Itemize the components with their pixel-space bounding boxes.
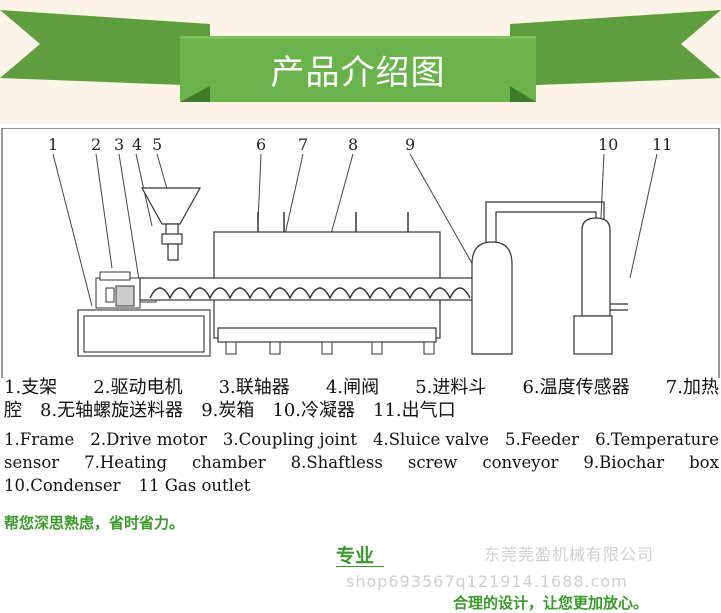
legend-en-item: sensor [4,453,60,472]
legend-cn-item: 10.冷凝器 [272,400,356,421]
company-watermark: 东莞莞盈机械有限公司 [484,545,655,564]
legend-en-line-1: 1.Frame 2.Drive motor 3.Coupling joint 4… [4,428,719,451]
part-number-5: 5 [152,135,162,154]
legend-en-item: 6.Temperature [595,430,719,449]
legend-cn-item: 4.闸阀 [325,377,380,398]
legend-en-item: box [689,453,719,472]
legend-en-item: 2.Drive motor [90,430,207,449]
legend-cn-line-1: 1.支架 2.驱动电机 3.联轴器 4.闸阀 5.进料斗 6.温度传感器 7.加… [4,376,719,399]
legend-en-line-2: sensor 7.Heating chamber 8.Shaftless scr… [4,451,719,474]
slogan-professional: 专业 [336,545,375,567]
part-number-3: 3 [114,135,124,154]
legend-cn-item: 3.联轴器 [218,377,290,398]
legend-cn-item: 腔 [4,400,22,421]
professional-underline [336,566,384,567]
diagram-drawing: 1 2 3 4 5 6 7 8 9 10 11 [1,128,720,378]
legend-en-item: chamber [192,453,266,472]
legend-cn-item: 8.无轴螺旋送料器 [40,400,184,421]
legend-en-item: 1.Frame [4,430,75,449]
slogan-left: 帮您深思熟虑，省时省力。 [4,514,185,532]
legend-en-item: screw [407,453,458,472]
legend-cn-line-2: 腔 8.无轴螺旋送料器 9.炭箱 10.冷凝器 11.出气口 [4,399,719,422]
legend-en-item: 3.Coupling joint [222,430,357,449]
legend-en-item: 10.Condenser [4,476,121,495]
banner: 产品介绍图 [0,0,721,124]
legend-english: 1.Frame 2.Drive motor 3.Coupling joint 4… [4,428,719,497]
part-number-10: 10 [598,135,618,154]
legend-cn-item: 6.温度传感器 [522,377,630,398]
part-number-6: 6 [256,135,266,154]
equipment-diagram: 1 2 3 4 5 6 7 8 9 10 11 [0,128,721,504]
legend-cn-item: 2.驱动电机 [93,377,183,398]
slogan-right: 合理的设计，让您更加放心。 [453,594,649,612]
legend-en-item: 8.Shaftless [290,453,383,472]
banner-ribbon [0,10,721,102]
legend-en-item: 4.Sluice valve [372,430,489,449]
part-number-8: 8 [348,135,358,154]
shop-url-watermark: shop693567q121914.1688.com [346,572,628,591]
part-number-11: 11 [652,135,672,154]
legend-cn-item: 1.支架 [4,377,58,398]
legend-en-item: 5.Feeder [505,430,580,449]
part-number-1: 1 [48,135,58,154]
legend-cn-item: 11.出气口 [373,400,456,421]
legend-en-line-3: 10.Condenser 11 Gas outlet [4,474,719,497]
part-number-2: 2 [91,135,101,154]
legend-chinese: 1.支架 2.驱动电机 3.联轴器 4.闸阀 5.进料斗 6.温度传感器 7.加… [4,376,719,422]
banner-title: 产品介绍图 [270,52,446,93]
legend-cn-item: 9.炭箱 [201,400,255,421]
part-number-4: 4 [132,135,142,154]
legend-en-item: 7.Heating [84,453,168,472]
part-number-7: 7 [298,135,308,154]
legend-en-item: conveyor [482,453,559,472]
legend-cn-item: 5.进料斗 [415,377,487,398]
legend-en-item: 9.Biochar [583,453,665,472]
legend-cn-item: 7.加热 [665,377,719,398]
part-number-9: 9 [405,135,415,154]
legend-en-item: 11 Gas outlet [138,476,251,495]
